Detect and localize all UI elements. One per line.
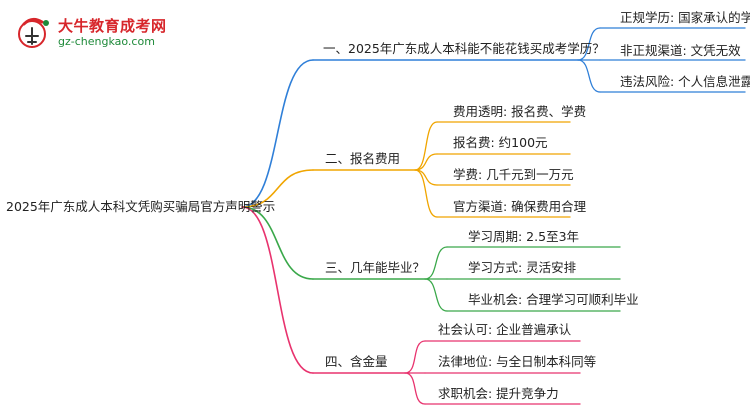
branch-1-item-2: 非正规渠道: 文凭无效 (620, 43, 741, 58)
branch-2-child-2-curve (414, 153, 438, 171)
site-logo[interactable]: 大牛教育成考网 gz-chengkao.com (16, 12, 196, 52)
branch-3-child-3-curve (424, 278, 448, 312)
logo-icon (18, 17, 49, 48)
logo-site-name: 大牛教育成考网 (58, 17, 167, 35)
branch-1-curve (241, 59, 314, 208)
branch-2-item-1: 费用透明: 报名费、学费 (453, 104, 587, 119)
branch-2-label: 二、报名费用 (325, 151, 401, 166)
branch-4-item-3: 求职机会: 提升竞争力 (438, 386, 559, 401)
branch-4-item-1: 社会认可: 企业普遍承认 (438, 322, 572, 337)
branch-2-curve (241, 169, 314, 208)
branch-2-child-3-curve (414, 169, 438, 186)
branch-4-curve (241, 206, 314, 374)
branch-2-item-4: 官方渠道: 确保费用合理 (453, 199, 587, 214)
branch-3-curve (241, 206, 314, 280)
branch-3-label: 三、几年能毕业？ (325, 260, 426, 275)
branch-4-item-2: 法律地位: 与全日制本科同等 (438, 354, 597, 369)
branch-2-child-1-curve (414, 121, 438, 171)
branch-1-label: 一、2025年广东成人本科能不能花钱买成考学历？ (323, 41, 605, 56)
branch-4-label: 四、含金量 (325, 354, 388, 369)
branch-4-child-3-curve (404, 372, 426, 405)
root-topic: 2025年广东成人本科文凭购买骗局官方声明警示 (6, 199, 276, 214)
branch-3-item-3: 毕业机会: 合理学习可顺利毕业 (468, 292, 639, 307)
logo-url: gz-chengkao.com (58, 35, 155, 48)
branch-2-child-4-curve (414, 169, 438, 218)
branch-1-item-3: 违法风险: 个人信息泄露 (620, 74, 750, 89)
branch-2-item-2: 报名费: 约100元 (453, 135, 548, 150)
branch-3-item-1: 学习周期: 2.5至3年 (468, 229, 580, 244)
branch-4-child-1-curve (404, 340, 426, 374)
branch-1-item-1: 正规学历: 国家承认的学历 (620, 10, 750, 25)
branch-1-child-1-curve (577, 27, 601, 61)
branch-2-item-3: 学费: 几千元到一万元 (453, 167, 574, 182)
branch-3-child-1-curve (424, 246, 448, 280)
branch-3-item-2: 学习方式: 灵活安排 (468, 260, 577, 275)
branch-1-child-3-curve (577, 59, 601, 93)
